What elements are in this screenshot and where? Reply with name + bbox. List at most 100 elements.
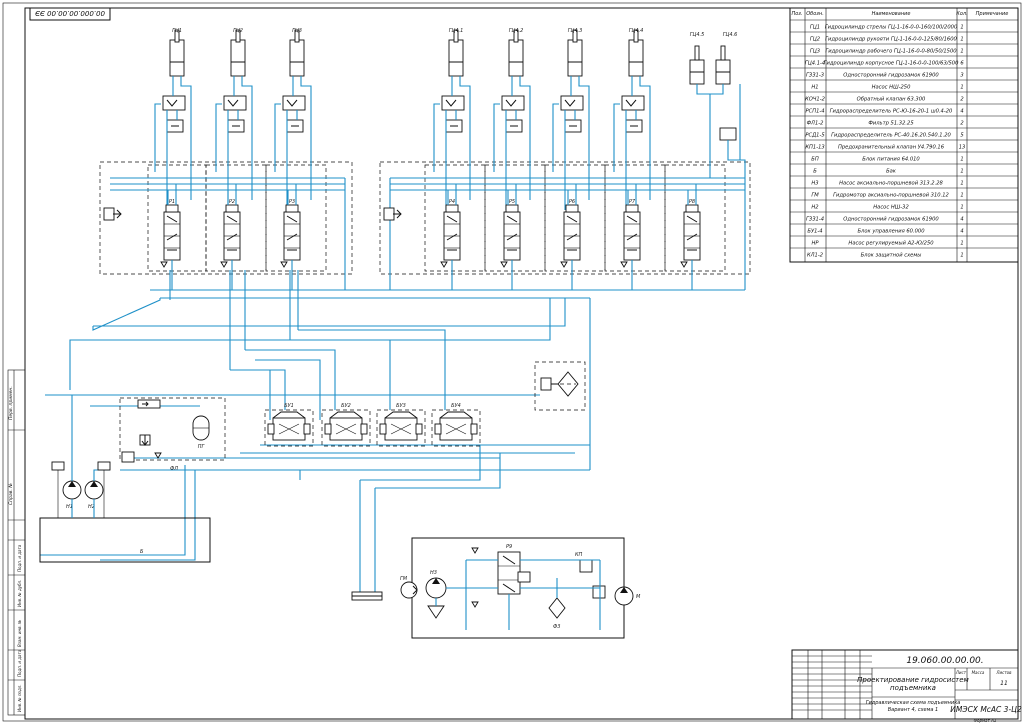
- row-name: Обратный клапан 63.300: [857, 97, 926, 103]
- control-block: БУ3: [376, 403, 426, 447]
- pump-relief-1: [51, 461, 65, 471]
- side-stamp-1: Перв. примен.: [8, 386, 14, 420]
- svg-text:Р9: Р9: [506, 544, 512, 550]
- svg-text:Н1: Н1: [66, 504, 73, 510]
- row-name: Насос НШ-32: [873, 205, 909, 211]
- row-name: Гидроцилиндр рукояти ГЦ-1-16-0-0-125/80/…: [825, 37, 957, 43]
- check-valve-accu: [154, 452, 162, 459]
- side-stamp-7: Инв. № подл.: [17, 684, 22, 712]
- table-header-qty: Кол.: [956, 11, 967, 17]
- row-pos: Н2: [811, 205, 818, 211]
- cylinder-label: ГЦ4.6: [723, 32, 738, 38]
- sheets-count: 11: [1000, 680, 1008, 687]
- row-qty: 1: [960, 193, 963, 199]
- directional-valve: Р2: [220, 184, 241, 290]
- row-pos: РСД1-5: [805, 133, 825, 139]
- valve-label: Р1: [169, 199, 175, 205]
- row-qty: 4: [960, 109, 963, 115]
- row-qty: 2: [960, 121, 963, 127]
- row-pos: ГЦ2: [810, 37, 820, 43]
- cylinder-label: ГЦ4.3: [568, 28, 583, 34]
- hydraulic-cylinder: ГЦ3: [274, 28, 312, 210]
- hydraulic-cylinder: ГЦ2: [215, 28, 253, 210]
- pressure-relief-2: [121, 451, 135, 463]
- row-qty: 1: [960, 37, 963, 43]
- side-stamp-5: Взам. инв. №: [17, 620, 22, 647]
- filter-block: [534, 361, 586, 411]
- accumulator: ПГ: [192, 415, 210, 450]
- row-qty: 4: [960, 229, 963, 235]
- row-name: Насос регулируемый А2-Ю/250: [848, 241, 934, 247]
- row-pos: НР: [811, 241, 819, 247]
- row-qty: 13: [959, 145, 966, 151]
- row-name: Предохранительный клапан У4.790.16: [838, 145, 945, 151]
- sheet-label: Лист: [955, 670, 967, 675]
- row-pos: ГЦ3: [810, 49, 820, 55]
- sheet-inner-frame: [24, 7, 1019, 720]
- row-pos: БУ1-4: [807, 229, 822, 235]
- row-pos: ГЦ1: [810, 25, 820, 31]
- mass-label: Масса: [972, 670, 985, 675]
- svg-text:Ф3: Ф3: [553, 624, 561, 630]
- valve-label: Р3: [289, 199, 295, 205]
- svg-text:М: М: [636, 594, 641, 600]
- upper-bus-lines: [110, 177, 746, 470]
- valve-label: Р2: [229, 199, 235, 205]
- top-stamp-box: [29, 7, 111, 21]
- row-pos: ГЗЗ1-4: [806, 217, 824, 223]
- table-header-code: Обозн.: [806, 11, 824, 17]
- row-name: Фильтр 51.32.25: [868, 121, 914, 127]
- organization: ИМЭСХ МсАС 3-Ц2: [950, 705, 1022, 714]
- left-valve-manifold: [99, 161, 353, 275]
- row-name: Гидромотор аксиально-поршневой 310.12: [833, 193, 949, 199]
- cylinder-label: ГЦ4.1: [449, 28, 464, 34]
- row-name: Блок управления 60.000: [857, 229, 925, 235]
- control-block: БУ2: [321, 403, 371, 447]
- svg-text:Н2: Н2: [88, 504, 95, 510]
- hydraulic-cylinder: ГЦ1: [154, 28, 192, 210]
- directional-valve: Р6: [560, 184, 581, 290]
- row-pos: КОЧ1-2: [805, 97, 825, 103]
- row-name: Односторонний гидрозамок 61900: [843, 217, 939, 223]
- cylinder-label: ГЦ1: [172, 28, 182, 34]
- lower-module-components: Н3 Р9 Ф3 КП М ГМ: [351, 544, 641, 630]
- row-qty: 6: [960, 61, 964, 67]
- valve-label: Р5: [509, 199, 515, 205]
- table-header-pos: Поз.: [791, 11, 802, 17]
- valve-label: Р8: [689, 199, 695, 205]
- cylinder-label: ГЦ2: [233, 28, 243, 34]
- row-name: Насос НШ-250: [872, 85, 912, 91]
- directional-valve: Р8: [680, 184, 701, 290]
- svg-text:КП: КП: [575, 552, 583, 558]
- pump-relief-2: [97, 461, 111, 471]
- block-label: БУ4: [451, 403, 461, 409]
- row-name: Гидроцилиндр корпусное ГЦ-1-16-0-0-100/6…: [824, 61, 960, 67]
- directional-valve: Р7: [620, 184, 641, 290]
- hydraulic-cylinder: ГЦ4.1: [433, 28, 471, 210]
- row-qty: 5: [960, 133, 964, 139]
- row-pos: КЛ1-2: [807, 253, 823, 259]
- row-pos: Н1: [811, 85, 818, 91]
- svg-text:Н3: Н3: [430, 570, 437, 576]
- side-stamp-6: Подп. и дата: [17, 649, 22, 677]
- row-qty: 1: [960, 253, 963, 259]
- row-qty: 1: [960, 169, 963, 175]
- row-pos: ФЛ1-2: [807, 121, 824, 127]
- hydraulic-cylinder: ГЦ4.4: [613, 28, 651, 210]
- table-row: БУ1-4 Блок управления 60.000 4: [790, 229, 1018, 237]
